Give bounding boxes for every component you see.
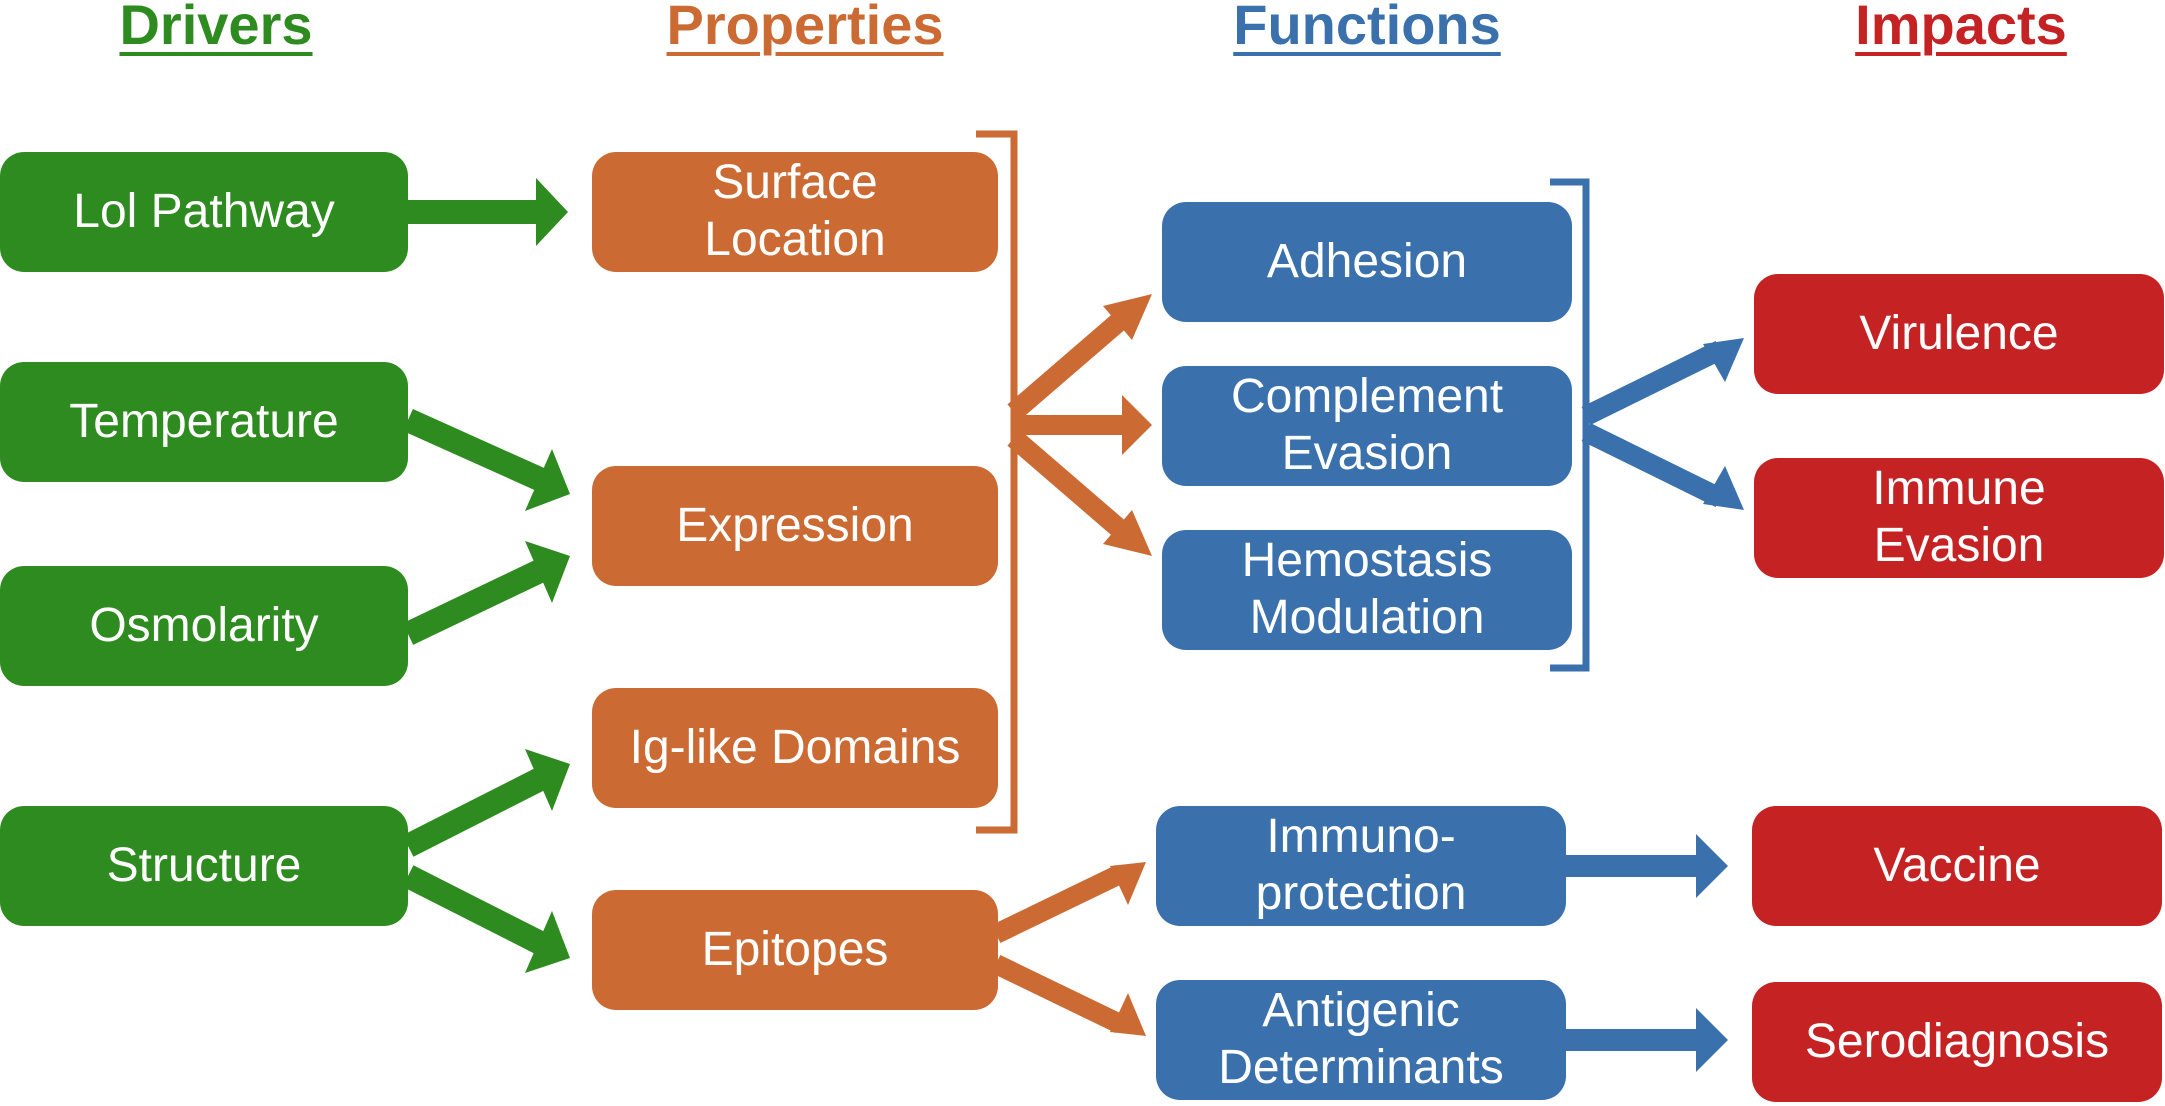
property-label-line1: Surface	[712, 156, 878, 210]
driver-label: Temperature	[69, 394, 339, 448]
driver-structure: Structure	[0, 806, 408, 926]
arrow-functions-to-immune-evasion	[1581, 423, 1744, 510]
function-hemostasis-modulation: Hemostasis Modulation	[1162, 530, 1572, 650]
impact-label: Virulence	[1859, 306, 2059, 360]
function-label-line1: Hemostasis	[1241, 534, 1493, 588]
property-label: Epitopes	[701, 922, 889, 976]
function-label-line1: Immuno-	[1266, 810, 1456, 864]
driver-osmolarity: Osmolarity	[0, 566, 408, 686]
arrow-structure-to-epitopes	[402, 865, 570, 973]
impact-vaccine: Vaccine	[1752, 806, 2162, 926]
function-complement-evasion: Complement Evasion	[1162, 366, 1572, 486]
function-adhesion: Adhesion	[1162, 202, 1572, 322]
impact-label: Vaccine	[1873, 838, 2041, 892]
header-functions: Functions	[1233, 0, 1501, 56]
arrow-osmolarity-to-expression	[402, 541, 570, 645]
property-epitopes: Epitopes	[592, 890, 998, 1010]
function-label-line2: protection	[1255, 867, 1467, 920]
header-properties: Properties	[666, 0, 944, 56]
arrow-antigenic-to-serodiagnosis	[1566, 1008, 1728, 1072]
property-surface-location: Surface Location	[592, 152, 998, 272]
arrow-epitopes-to-antigenic	[991, 954, 1146, 1036]
arrow-temperature-to-expression	[403, 409, 570, 511]
function-label-line1: Antigenic	[1262, 984, 1460, 1038]
property-label: Expression	[676, 498, 914, 552]
impact-label: Serodiagnosis	[1804, 1014, 2110, 1068]
impact-serodiagnosis: Serodiagnosis	[1752, 982, 2162, 1102]
functions-bracket	[1550, 178, 1590, 672]
arrow-properties-to-adhesion	[1007, 294, 1152, 420]
property-label: Ig-like Domains	[629, 720, 961, 774]
arrow-epitopes-to-immunoprotection	[991, 862, 1146, 944]
function-label-line1: Complement	[1230, 370, 1504, 424]
header-impacts: Impacts	[1855, 0, 2067, 56]
property-label-line2: Location	[704, 213, 886, 266]
driver-label: Lol Pathway	[73, 184, 335, 238]
arrow-structure-to-igdomains	[402, 749, 570, 857]
arrow-properties-to-hemostasis	[1007, 430, 1152, 556]
property-ig-like-domains: Ig-like Domains	[592, 688, 998, 808]
function-immunoprotection: Immuno- protection	[1156, 806, 1566, 926]
arrow-functions-to-virulence	[1581, 338, 1744, 425]
function-label: Adhesion	[1266, 234, 1468, 288]
driver-temperature: Temperature	[0, 362, 408, 482]
driver-label: Osmolarity	[89, 598, 319, 652]
function-antigenic-determinants: Antigenic Determinants	[1156, 980, 1566, 1100]
arrow-properties-to-complement	[1014, 395, 1152, 455]
function-label-line2: Determinants	[1218, 1041, 1504, 1094]
driver-lol-pathway: Lol Pathway	[0, 152, 408, 272]
impact-virulence: Virulence	[1754, 274, 2164, 394]
header-drivers: Drivers	[119, 0, 313, 56]
impact-label-line1: Immune	[1872, 462, 2046, 516]
impact-immune-evasion: Immune Evasion	[1754, 458, 2164, 578]
driver-label: Structure	[106, 838, 302, 892]
properties-bracket	[976, 130, 1018, 834]
function-label-line2: Evasion	[1281, 427, 1453, 480]
arrow-lol-to-surface	[408, 178, 568, 246]
function-label-line2: Modulation	[1249, 591, 1485, 644]
property-expression: Expression	[592, 466, 998, 586]
arrow-immunoprotection-to-vaccine	[1566, 834, 1728, 898]
impact-label-line2: Evasion	[1873, 519, 2045, 572]
